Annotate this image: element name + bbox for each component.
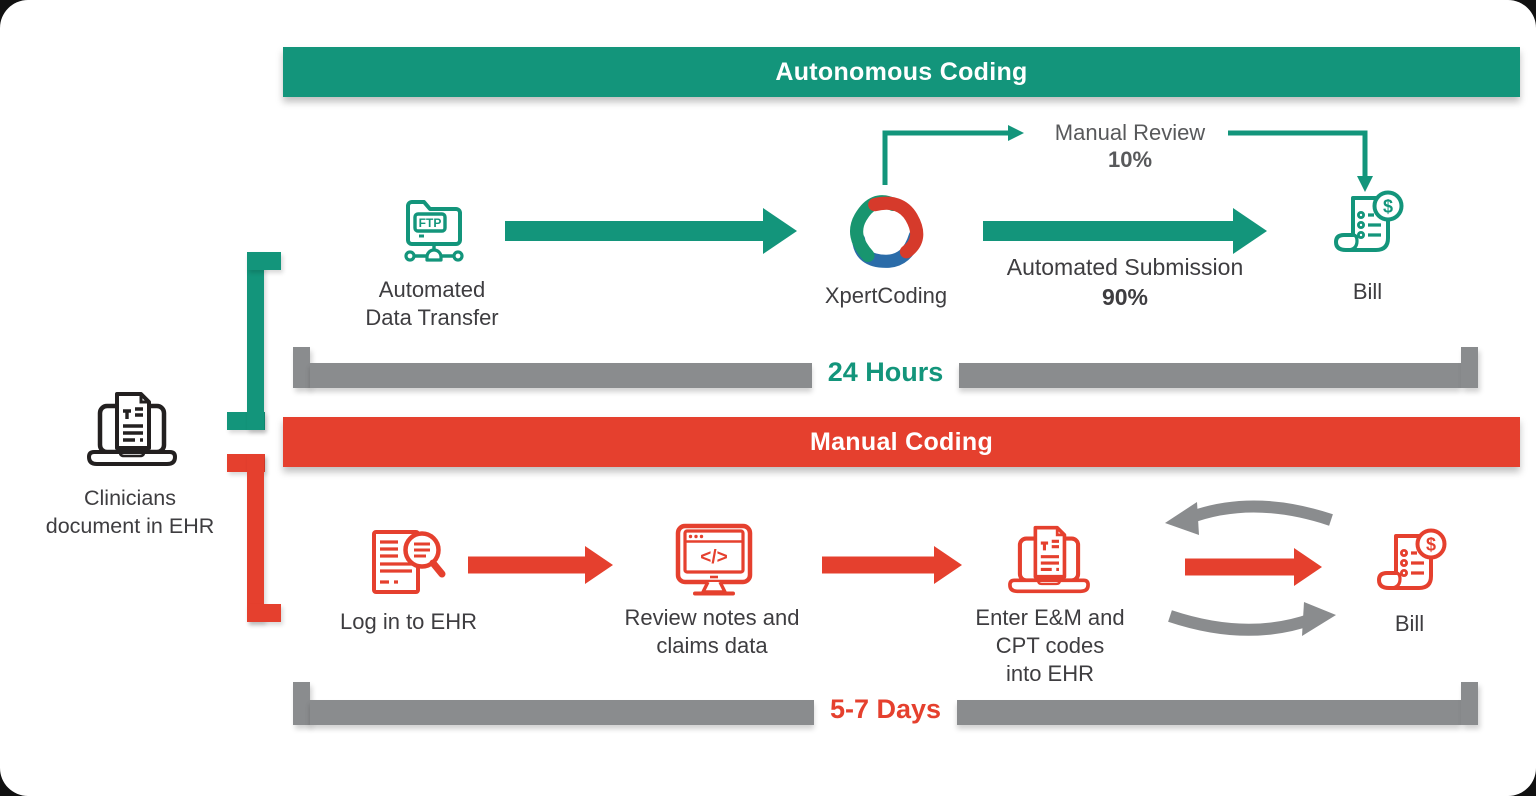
automated-submission-text: Automated Submission bbox=[1006, 254, 1244, 280]
data-transfer-line2: Data Transfer bbox=[365, 305, 499, 330]
banner-manual-coding: Manual Coding bbox=[283, 417, 1520, 467]
banner-autonomous-coding: Autonomous Coding bbox=[283, 47, 1520, 97]
manual-review-label: Manual Review 10% bbox=[1035, 119, 1225, 173]
data-transfer-label: Automated Data Transfer bbox=[327, 276, 537, 332]
bracket-cap-left bbox=[293, 682, 310, 725]
flow-arrow-transfer-to-xpertcoding bbox=[505, 207, 797, 255]
duration-bracket-5-7-days: 5-7 Days bbox=[293, 682, 1479, 725]
xpertcoding-label: XpertCoding bbox=[824, 283, 948, 308]
arrow-head bbox=[585, 546, 613, 584]
flow-arrow-entry-to-bill bbox=[1185, 548, 1322, 586]
automated-submission-percent: 90% bbox=[1101, 284, 1149, 310]
split-connector-green-vertical bbox=[247, 252, 264, 430]
banner-autonomous-label: Autonomous Coding bbox=[775, 57, 1028, 86]
flow-arrow-automated-submission bbox=[983, 207, 1267, 255]
bracket-cap-right bbox=[1461, 347, 1479, 388]
data-transfer-line1: Automated bbox=[378, 277, 486, 302]
bracket-bar-right bbox=[959, 363, 1462, 388]
ehr-source-label: Clinicians document in EHR bbox=[25, 484, 235, 540]
arrow-shaft bbox=[468, 556, 585, 574]
arrow-shaft bbox=[1185, 558, 1294, 576]
curved-arrow-forward-icon bbox=[1168, 602, 1336, 636]
bill-dollar-icon bbox=[1370, 528, 1450, 604]
arrow-head bbox=[1233, 208, 1267, 254]
manual-review-branch-arrows bbox=[882, 125, 1373, 192]
xpertcoding-logo-icon bbox=[842, 188, 930, 276]
bracket-cap-left bbox=[293, 347, 310, 388]
ftp-folder-icon: FTP bbox=[398, 190, 470, 272]
bracket-bar-left bbox=[310, 700, 814, 725]
banner-manual-label: Manual Coding bbox=[809, 427, 994, 456]
automated-submission-label: Automated Submission 90% bbox=[990, 253, 1260, 313]
enter-codes-line2: CPT codes bbox=[995, 633, 1105, 658]
flow-arrow-login-to-review bbox=[468, 546, 613, 584]
enter-codes-line1: Enter E&M and bbox=[975, 605, 1125, 630]
duration-bracket-24-hours: 24 Hours bbox=[293, 347, 1479, 388]
ehr-source-line1: Clinicians bbox=[83, 486, 176, 510]
review-notes-label: Review notes and claims data bbox=[612, 604, 812, 660]
enter-codes-label: Enter E&M and CPT codes into EHR bbox=[975, 604, 1125, 688]
review-notes-line2: claims data bbox=[656, 633, 768, 658]
split-connector-green-stub-top bbox=[247, 252, 281, 270]
duration-5-7-days-label: 5-7 Days bbox=[829, 694, 942, 724]
review-notes-line1: Review notes and bbox=[624, 605, 800, 630]
duration-24-hours-label: 24 Hours bbox=[827, 357, 944, 387]
curved-arrow-back-icon bbox=[1165, 500, 1333, 535]
arrow-head bbox=[763, 208, 797, 254]
manual-review-text: Manual Review bbox=[1054, 120, 1206, 145]
arrow-head bbox=[1294, 548, 1322, 586]
ftp-icon-label: FTP bbox=[419, 216, 442, 230]
split-connector-red-vertical bbox=[247, 454, 264, 622]
split-connector-red-stub-bottom bbox=[247, 604, 281, 622]
code-monitor-icon: </> bbox=[670, 520, 758, 604]
arrow-shaft bbox=[505, 221, 763, 241]
code-glyph: </> bbox=[700, 547, 727, 568]
flow-arrow-review-to-entry bbox=[822, 546, 962, 584]
document-magnifier-icon bbox=[366, 524, 450, 604]
bill-manual-label: Bill bbox=[1394, 611, 1425, 636]
bracket-bar-left bbox=[310, 363, 812, 388]
laptop-document-icon bbox=[84, 390, 180, 478]
bill-autonomous-label: Bill bbox=[1352, 279, 1383, 304]
enter-codes-line3: into EHR bbox=[1005, 661, 1095, 686]
arrow-shaft bbox=[983, 221, 1233, 241]
bracket-cap-right bbox=[1461, 682, 1479, 725]
bill-dollar-icon bbox=[1327, 190, 1407, 266]
arrow-shaft bbox=[822, 556, 934, 574]
bracket-bar-right bbox=[957, 700, 1462, 725]
arrow-head bbox=[934, 546, 962, 584]
manual-review-percent: 10% bbox=[1107, 147, 1153, 172]
login-ehr-label: Log in to EHR bbox=[340, 609, 477, 634]
ehr-source-line2: document in EHR bbox=[45, 514, 215, 538]
laptop-document-icon bbox=[1005, 524, 1093, 604]
